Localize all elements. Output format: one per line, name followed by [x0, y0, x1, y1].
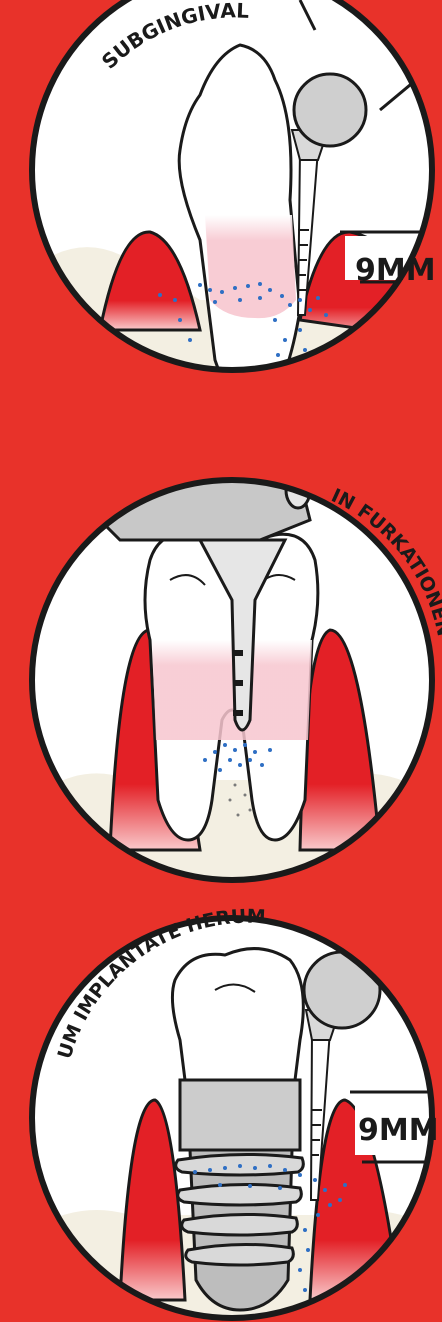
panel-3-measure-label: 9MM — [358, 1113, 439, 1148]
tooth-root-band — [205, 215, 296, 318]
implant-abutment — [180, 1080, 300, 1150]
panel-1-measure-label: 9MM — [355, 253, 436, 288]
implant-crown — [172, 949, 303, 1080]
instrument-handle — [294, 74, 366, 146]
